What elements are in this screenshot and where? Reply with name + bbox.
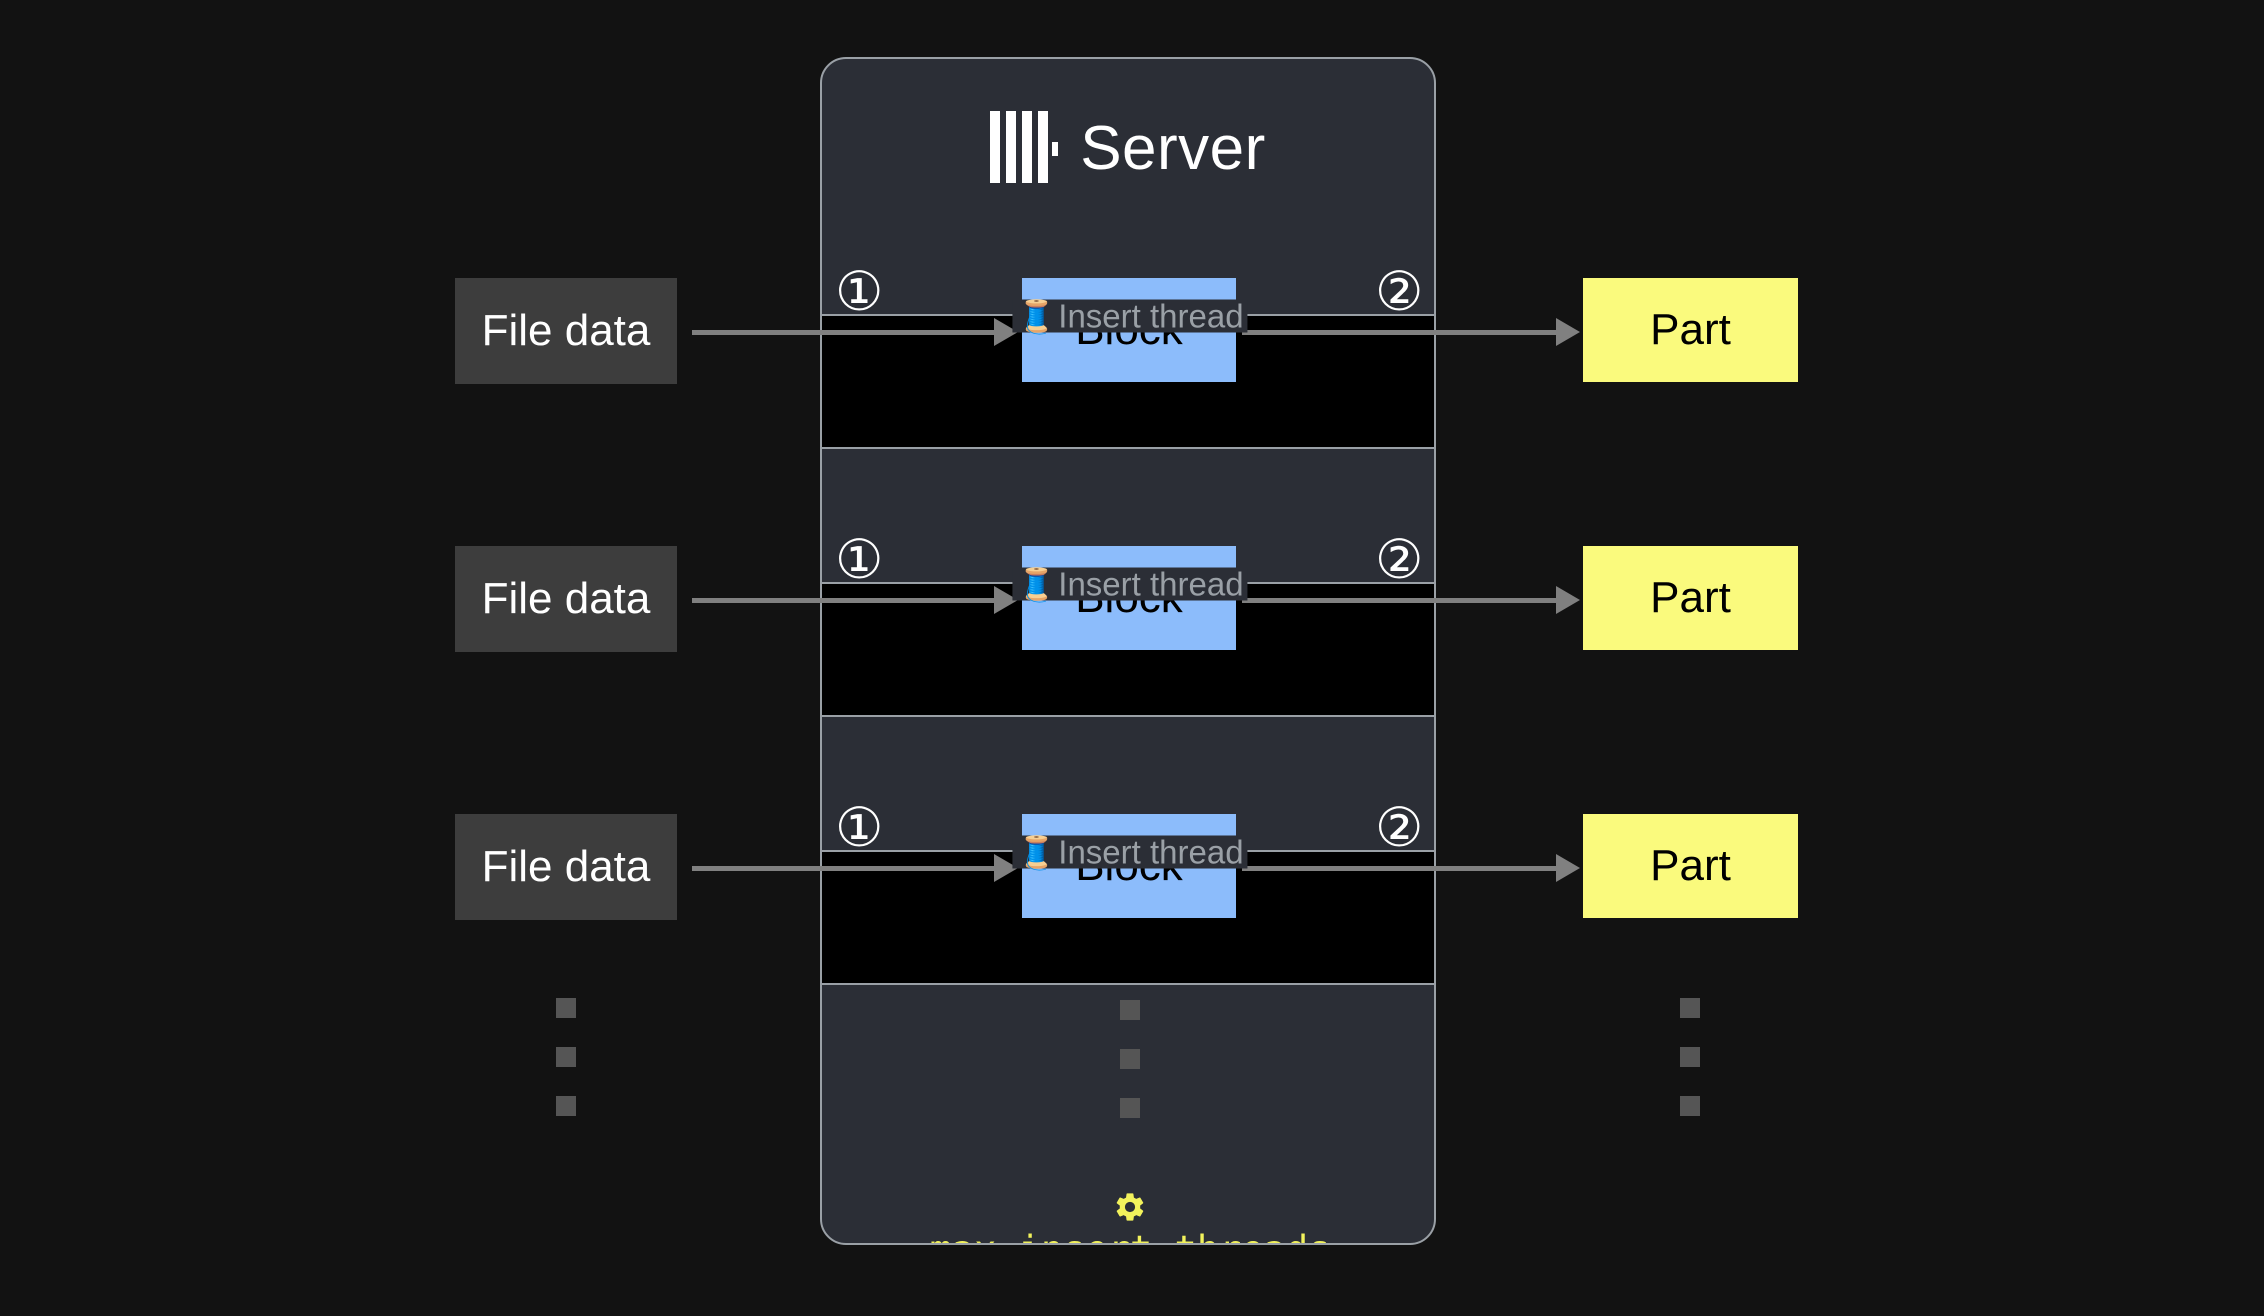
step-number-1-thread-2: ① [835, 528, 884, 591]
arrow-head [1556, 854, 1580, 882]
vertical-ellipsis-left [556, 998, 576, 1116]
insert-thread-legend: 🧵 Insert thread [1012, 297, 1248, 335]
thread-spool-icon: 🧵 [1016, 834, 1057, 870]
ellipsis-square [1120, 1049, 1140, 1069]
server-panel: Server 🧵 Insert thread 🧵 Insert thread 🧵… [820, 57, 1436, 1245]
insert-thread-label: Insert thread [1058, 833, 1244, 871]
file-data-label: File data [481, 306, 651, 355]
ellipsis-square [556, 1047, 576, 1067]
insert-thread-label: Insert thread [1058, 297, 1244, 335]
file-data-box-1: File data [455, 278, 677, 384]
clickhouse-logo-icon [990, 110, 1059, 188]
ellipsis-square [1680, 1096, 1700, 1116]
arrow-head [1556, 318, 1580, 346]
file-data-label: File data [481, 842, 651, 891]
part-label: Part [1650, 573, 1731, 622]
step-number-2-thread-1: ② [1375, 260, 1424, 323]
step-number-2-thread-2: ② [1375, 528, 1424, 591]
gear-icon [1113, 1189, 1147, 1225]
ellipsis-square [1120, 1000, 1140, 1020]
vertical-ellipsis-right [1680, 998, 1700, 1116]
ellipsis-square [1120, 1098, 1140, 1118]
arrow-head [1556, 586, 1580, 614]
part-label: Part [1650, 305, 1731, 354]
insert-thread-legend: 🧵 Insert thread [1012, 565, 1248, 603]
part-label: Part [1650, 841, 1731, 890]
ellipsis-square [556, 998, 576, 1018]
thread-spool-icon: 🧵 [1016, 566, 1057, 602]
thread-spool-icon: 🧵 [1016, 298, 1057, 334]
file-data-label: File data [481, 574, 651, 623]
ellipsis-square [556, 1096, 576, 1116]
step-number-1-thread-1: ① [835, 260, 884, 323]
server-title-label: Server [1080, 114, 1266, 183]
step-number-2-thread-3: ② [1375, 796, 1424, 859]
insert-thread-legend: 🧵 Insert thread [1012, 833, 1248, 871]
step-number-1-thread-3: ① [835, 796, 884, 859]
file-data-box-2: File data [455, 546, 677, 652]
insert-thread-label: Insert thread [1058, 565, 1244, 603]
file-data-box-3: File data [455, 814, 677, 920]
vertical-ellipsis-center [1120, 1000, 1140, 1118]
setting-name-label: max_insert_threads [930, 1231, 1331, 1243]
part-box-1: Part [1583, 278, 1798, 382]
max-insert-threads-setting: max_insert_threads [822, 1189, 1434, 1243]
server-title: Server [822, 99, 1434, 199]
part-box-2: Part [1583, 546, 1798, 650]
part-box-3: Part [1583, 814, 1798, 918]
ellipsis-square [1680, 1047, 1700, 1067]
ellipsis-square [1680, 998, 1700, 1018]
